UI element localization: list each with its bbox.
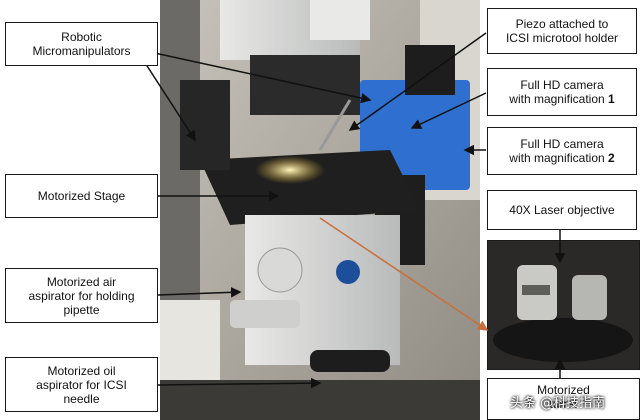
label-robotic-micromanipulators: Robotic Micromanipulators: [5, 22, 158, 66]
label-oil-line2: aspirator for ICSI: [36, 377, 127, 392]
label-cam1-line2: with magnification: [509, 92, 605, 106]
watermark: 头条 @科技指南: [510, 396, 606, 411]
label-turret-line1: Motorized: [537, 383, 590, 397]
label-cam1-line2-wrap: with magnification 1: [509, 92, 614, 106]
label-air-line3: pipette: [63, 302, 100, 317]
label-laser-objective: 40X Laser objective: [487, 190, 637, 230]
label-air-line2: aspirator for holding: [28, 288, 135, 303]
label-oil-line3: needle: [63, 391, 100, 406]
label-cam2-number: 2: [608, 151, 615, 165]
label-laser-text: 40X Laser objective: [509, 203, 615, 217]
label-motorized-stage: Motorized Stage: [5, 174, 158, 218]
label-turret-line2: turret: [549, 397, 578, 411]
label-cam2-line1: Full HD camera: [520, 137, 604, 151]
label-oil-line1: Motorized oil: [47, 363, 116, 378]
label-air-line1: Motorized air: [46, 274, 117, 289]
label-cam1-number: 1: [608, 92, 615, 106]
microscope-photo: [160, 0, 480, 420]
label-stage-text: Motorized Stage: [37, 189, 126, 203]
label-oil-aspirator: Motorized oil aspirator for ICSI needle: [5, 357, 158, 412]
label-cam1-line1: Full HD camera: [520, 78, 604, 92]
label-piezo: Piezo attached to ICSI microtool holder: [487, 8, 637, 54]
label-robotic-text: Robotic Micromanipulators: [32, 30, 131, 58]
label-piezo-line2: ICSI microtool holder: [505, 31, 619, 45]
label-piezo-line1: Piezo attached to: [515, 17, 609, 31]
label-camera-2: Full HD camera with magnification 2: [487, 127, 637, 175]
label-cam2-line2: with magnification: [509, 151, 605, 165]
objective-turret-inset: [487, 240, 640, 370]
label-cam2-line2-wrap: with magnification 2: [509, 151, 614, 165]
label-camera-1: Full HD camera with magnification 1: [487, 68, 637, 116]
label-air-aspirator: Motorized air aspirator for holding pipe…: [5, 268, 158, 323]
